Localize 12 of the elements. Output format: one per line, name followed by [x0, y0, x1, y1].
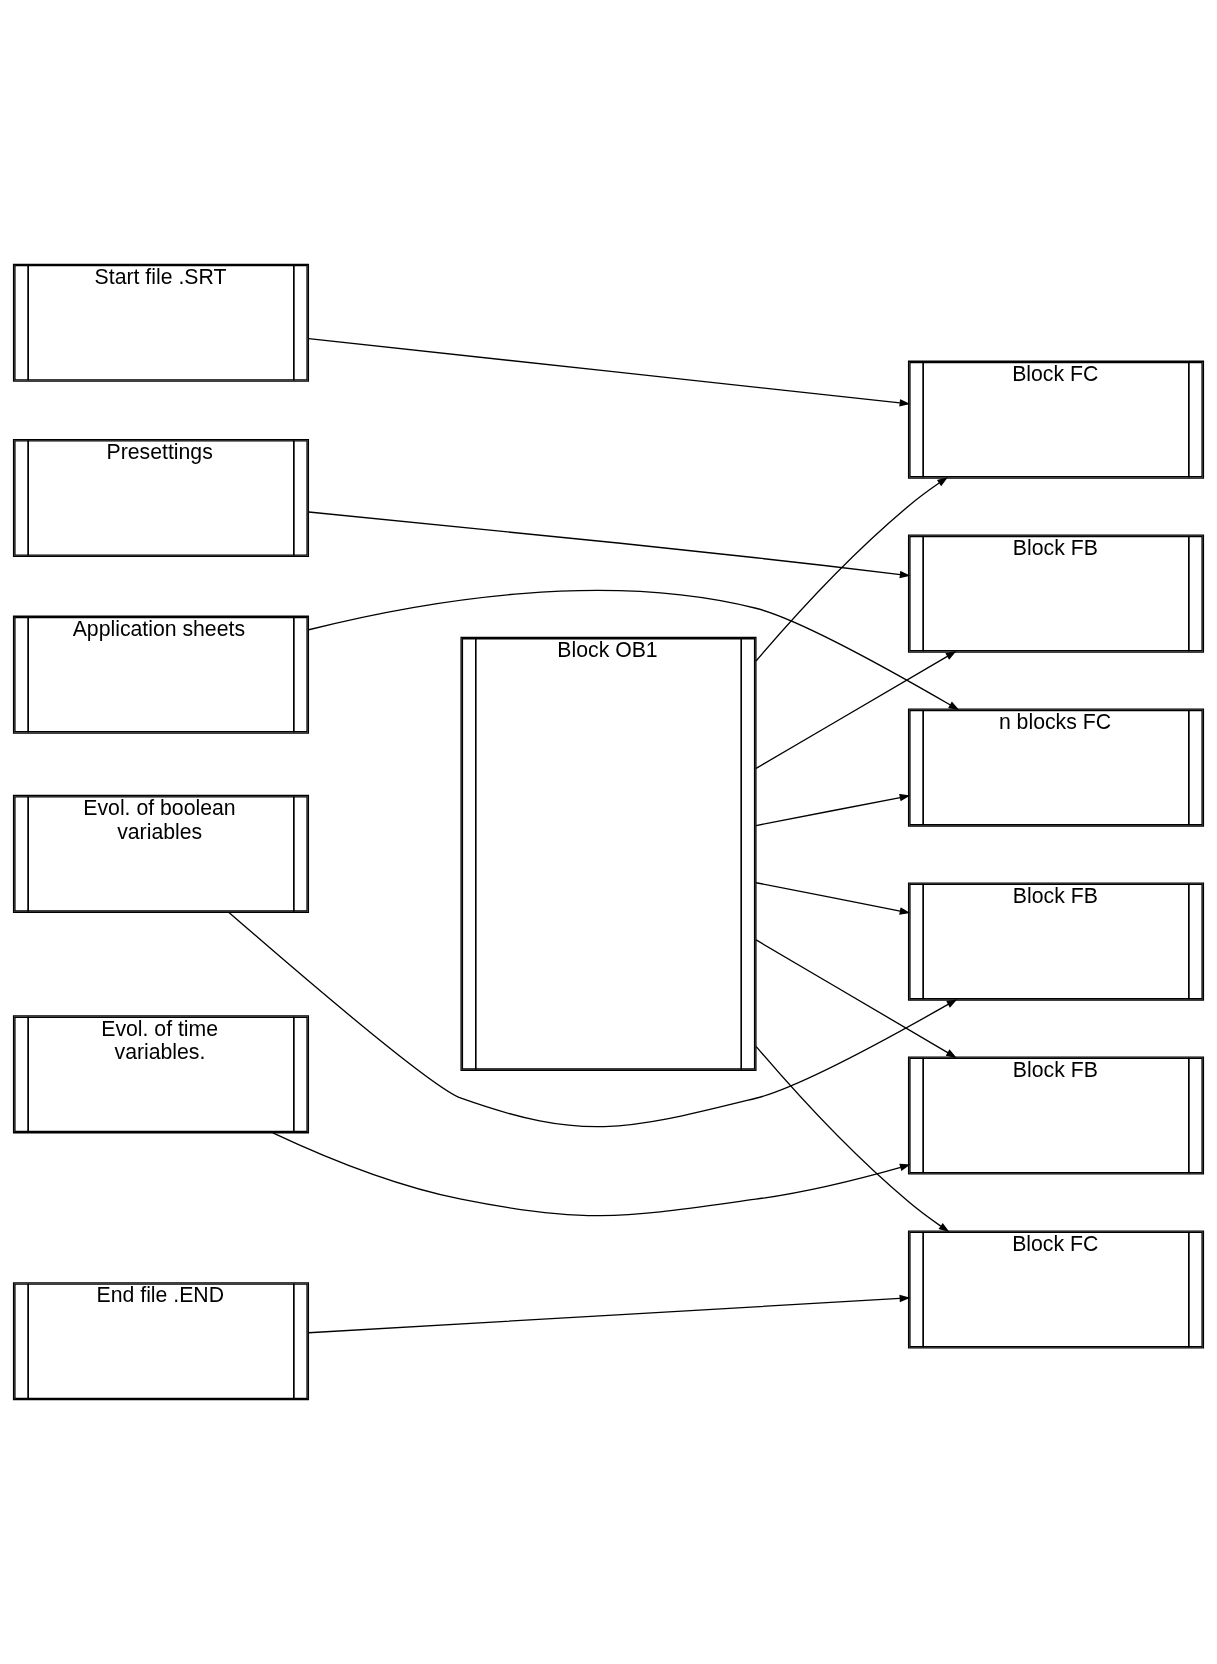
arrow: [755, 939, 957, 1058]
arrow: [308, 589, 960, 711]
arrow: [308, 337, 911, 407]
arrow: [755, 651, 957, 769]
arrow: [228, 911, 958, 1128]
arrow: [755, 794, 911, 827]
arrow: [755, 477, 948, 662]
arrow: [755, 1045, 950, 1232]
arrow: [308, 511, 911, 579]
arrow: [755, 882, 911, 915]
arrow: [308, 1294, 911, 1334]
arrow: [272, 1132, 911, 1217]
